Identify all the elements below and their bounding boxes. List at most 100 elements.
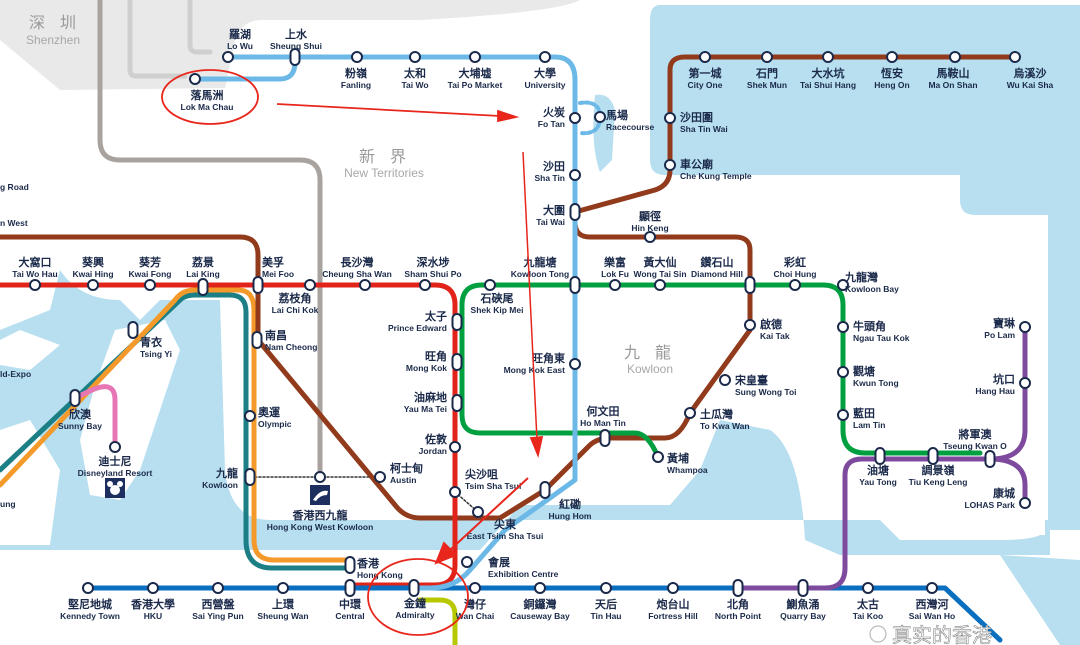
station-marker[interactable]	[449, 441, 461, 453]
station-marker[interactable]	[837, 321, 849, 333]
station-marker[interactable]	[469, 51, 481, 63]
station-marker[interactable]	[569, 358, 581, 370]
station-marker[interactable]	[147, 582, 159, 594]
interchange-marker[interactable]	[984, 450, 996, 468]
interchange-marker[interactable]	[874, 447, 886, 465]
station-marker[interactable]	[862, 582, 874, 594]
interchange-marker[interactable]	[344, 579, 356, 597]
station-marker[interactable]	[654, 279, 666, 291]
interchange-marker[interactable]	[451, 353, 463, 371]
interchange-marker[interactable]	[344, 556, 356, 574]
station-marker[interactable]	[351, 51, 363, 63]
station-marker[interactable]	[684, 407, 696, 419]
interchange-marker[interactable]	[252, 276, 264, 294]
station-marker[interactable]	[534, 582, 546, 594]
interchange-marker[interactable]	[797, 579, 809, 597]
station-marker[interactable]	[1009, 51, 1021, 63]
station-marker[interactable]	[222, 51, 234, 63]
station-marker[interactable]	[667, 582, 679, 594]
interchange-marker[interactable]	[451, 313, 463, 331]
station-marker[interactable]	[461, 556, 473, 568]
station-marker[interactable]	[449, 486, 461, 498]
station-marker[interactable]	[664, 159, 676, 171]
interchange-marker[interactable]	[569, 203, 581, 221]
interchange-marker[interactable]	[251, 331, 263, 349]
station-marker[interactable]	[1019, 377, 1031, 389]
station-marker[interactable]	[472, 506, 484, 518]
interchange-marker[interactable]	[451, 394, 463, 412]
station-marker[interactable]	[212, 582, 224, 594]
station-marker[interactable]	[87, 279, 99, 291]
station-marker[interactable]	[244, 410, 256, 422]
station-marker[interactable]	[886, 51, 898, 63]
station-marker[interactable]	[539, 51, 551, 63]
interchange-marker[interactable]	[408, 579, 420, 597]
station-marker[interactable]	[277, 582, 289, 594]
interchange-marker[interactable]	[244, 468, 256, 486]
station-marker[interactable]	[359, 279, 371, 291]
interchange-marker[interactable]	[927, 447, 939, 465]
station-marker[interactable]	[837, 279, 849, 291]
interchange-marker[interactable]	[569, 276, 581, 294]
station-marker[interactable]	[744, 319, 756, 331]
station-marker[interactable]	[699, 51, 711, 63]
station-marker[interactable]	[594, 111, 606, 123]
